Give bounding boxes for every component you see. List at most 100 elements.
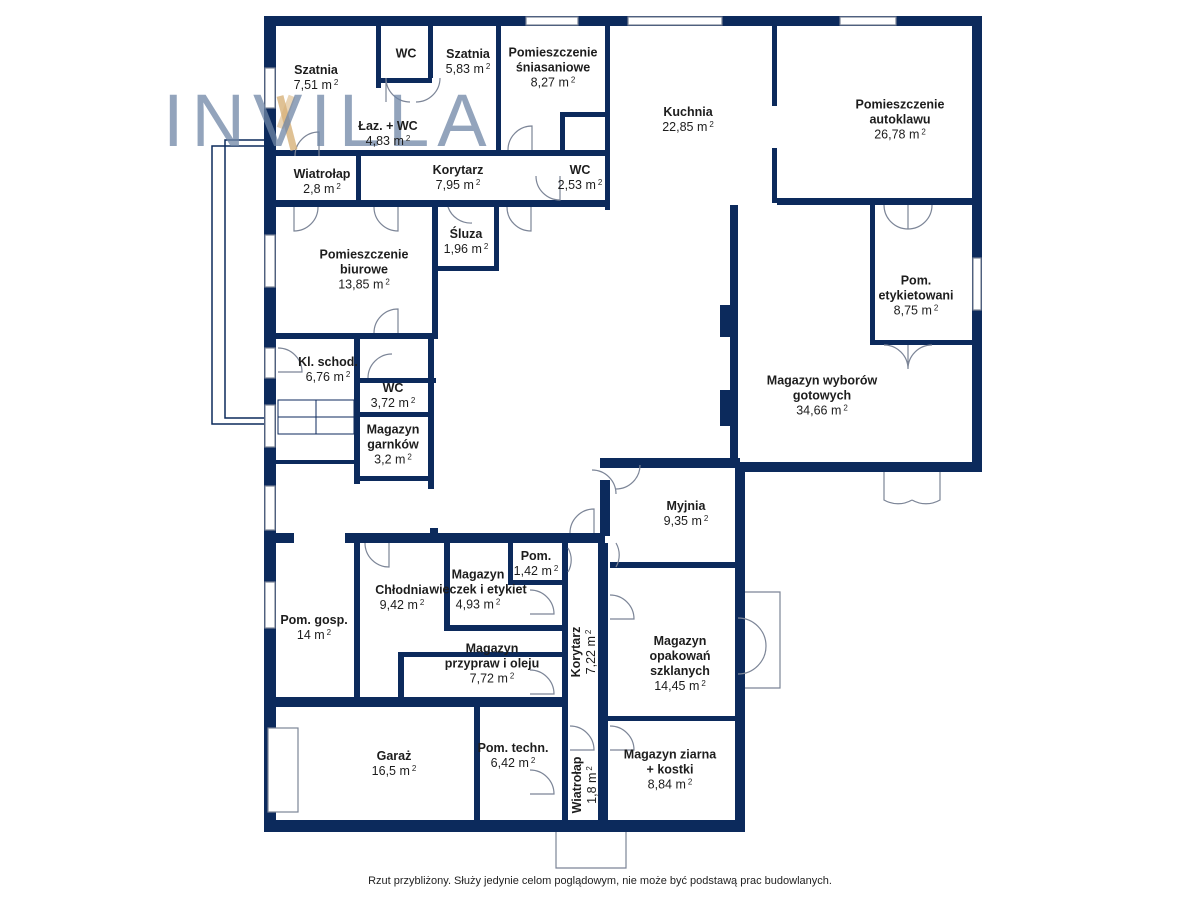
logo-accent	[276, 94, 298, 151]
room-name: Korytarz	[432, 163, 484, 177]
area-unit-sup: 2	[336, 182, 341, 191]
area-unit-sup: 2	[703, 514, 709, 523]
room-name: Pom.	[520, 549, 552, 563]
room-name: Kuchnia	[663, 105, 713, 119]
area-unit-sup: 2	[843, 403, 848, 413]
room-area-value: 3,2 m	[374, 452, 406, 467]
room-area-value: 4,83 m	[365, 134, 404, 148]
logo-text: INVILLA	[163, 79, 495, 162]
room-area-value: 7,72 m	[469, 671, 508, 686]
room-name: Magazyn wieczek i etykiet	[429, 567, 527, 597]
room-name: Śluza	[449, 227, 483, 241]
room-name: Pom. gosp.	[280, 613, 348, 627]
area-unit-sup: 2	[570, 75, 576, 85]
room-area: 7,22 m2	[584, 627, 599, 678]
room-area-value: 3,72 m	[370, 396, 409, 410]
area-unit-sup: 2	[921, 127, 926, 137]
area-unit-sup: 2	[509, 671, 515, 681]
room-area-value: 9,42 m	[379, 598, 418, 612]
room-area-value: 9,35 m	[663, 514, 702, 528]
area-unit-sup: 2	[701, 679, 706, 688]
room-name: Magazyn wyborów gotowych	[766, 373, 878, 403]
footnote: Rzut przybliżony. Służy jedynie celom po…	[368, 875, 832, 887]
room-area-value: 16,5 m	[371, 764, 410, 778]
area-unit-sup: 2	[326, 628, 332, 637]
room-area-value: 14,45 m	[654, 679, 700, 693]
area-unit-sup: 2	[495, 597, 501, 607]
area-unit-sup: 2	[709, 120, 714, 129]
room-area-value: 7,22 m	[584, 636, 598, 675]
room-name: WC	[395, 46, 417, 61]
room-name: Garaż	[376, 749, 412, 763]
room-area-value: 5,83 m	[445, 62, 484, 76]
area-unit-sup: 2	[410, 396, 416, 405]
interior-walls	[264, 26, 972, 823]
area-unit-sup: 2	[405, 134, 411, 143]
room-name: Magazyn garnków	[366, 422, 420, 452]
room-area-value: 1,8 m	[585, 772, 599, 804]
room-area-value: 22,85 m	[662, 120, 708, 134]
staircase	[277, 399, 355, 435]
doors	[277, 77, 941, 795]
room-name: Pom. etykietowani	[878, 273, 954, 303]
area-unit-sup: 2	[385, 277, 390, 287]
room-name: Pomieszczenie autoklawu	[855, 97, 945, 127]
room-name: Pomieszczenie śniasaniowe	[508, 45, 598, 75]
room-area-value: 1,42 m	[513, 564, 552, 578]
room-name: Łaz. + WC	[358, 119, 418, 133]
room-name: WC	[382, 381, 404, 395]
room-name: Kl. schod.	[298, 355, 358, 369]
room-name: Szatnia	[294, 63, 338, 77]
room-area-value: 6,76 m	[305, 370, 344, 384]
area-unit-sup: 2	[687, 777, 693, 787]
area-unit-sup: 2	[475, 178, 481, 187]
room-area-value: 26,78 m	[874, 127, 920, 142]
room-name: Pomieszczenie biurowe	[319, 247, 409, 277]
area-unit-sup: 2	[333, 78, 339, 87]
room-name: Myjnia	[666, 499, 706, 513]
room-area-value: 4,93 m	[455, 597, 494, 612]
room-name: Chłodnia	[375, 583, 429, 597]
room-name: Wiatrołap	[570, 756, 584, 814]
room-area-value: 8,75 m	[893, 303, 932, 318]
area-unit-sup: 2	[553, 564, 559, 573]
room-area-value: 1,96 m	[443, 242, 482, 256]
area-unit-sup: 2	[419, 598, 425, 607]
